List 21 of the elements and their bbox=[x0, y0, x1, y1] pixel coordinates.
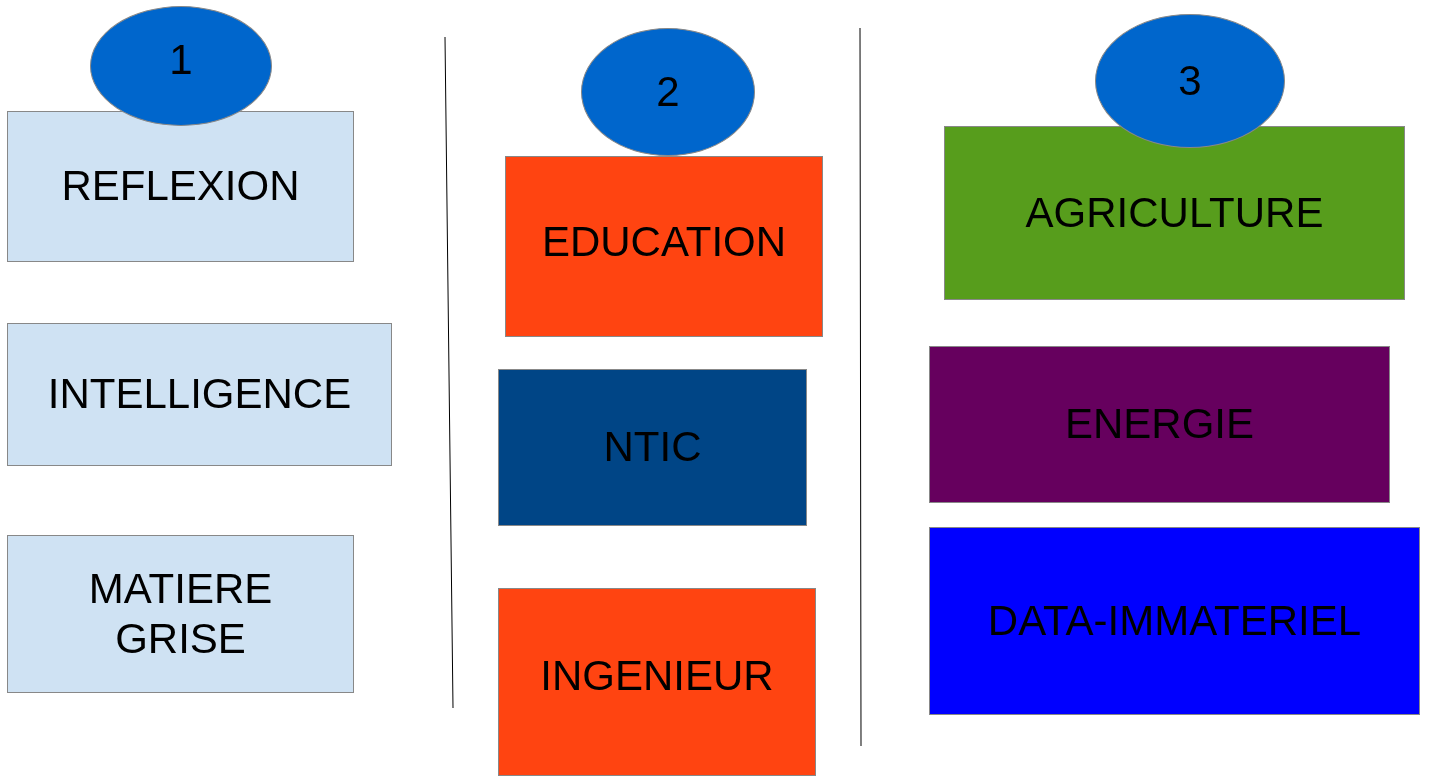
category-box bbox=[7, 111, 354, 262]
category-label: NTIC bbox=[603, 422, 702, 473]
category-box bbox=[7, 323, 392, 466]
category-box bbox=[7, 535, 354, 693]
category-box bbox=[498, 588, 816, 776]
category-label: INGENIEUR bbox=[540, 650, 774, 701]
category-label: INTELLIGENCE bbox=[47, 369, 352, 420]
category-box bbox=[929, 346, 1390, 503]
category-label: MATIERE GRISE bbox=[87, 563, 274, 664]
category-label: ENERGIE bbox=[1064, 399, 1254, 450]
category-label: REFLEXION bbox=[61, 161, 300, 212]
category-box bbox=[498, 369, 807, 526]
category-box bbox=[505, 156, 823, 337]
step-number: 3 bbox=[1178, 55, 1202, 106]
category-box bbox=[944, 126, 1405, 300]
step-number: 1 bbox=[169, 34, 193, 85]
category-label: EDUCATION bbox=[541, 217, 787, 268]
step-number: 2 bbox=[656, 66, 680, 117]
category-label: DATA-IMMATERIEL bbox=[987, 595, 1362, 646]
category-label: AGRICULTURE bbox=[1025, 187, 1324, 238]
category-box bbox=[929, 527, 1420, 715]
